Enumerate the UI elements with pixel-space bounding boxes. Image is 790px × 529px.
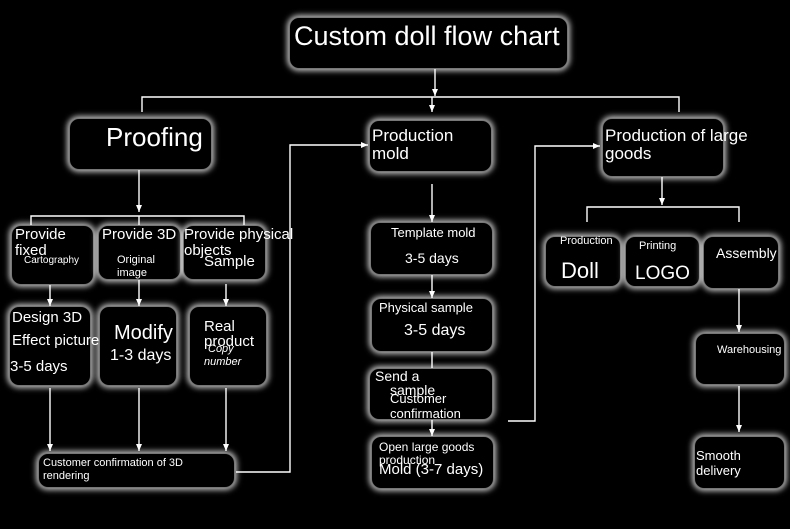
- open-large-line3: Mold (3-7 days): [379, 461, 484, 478]
- smooth-delivery-node: Smooth delivery: [694, 436, 785, 489]
- real-product-sub1: Copy: [208, 343, 234, 355]
- printing-logo-sub: Printing: [639, 240, 677, 252]
- provide-3d-sub1: Original: [117, 254, 155, 266]
- design-3d-line3: 3-5 days: [10, 358, 68, 375]
- modify-line2: 1-3 days: [110, 347, 172, 364]
- production-mold-line1: Production: [372, 126, 454, 145]
- real-product-line1: Real: [204, 318, 235, 335]
- production-doll-main: Doll: [561, 258, 599, 283]
- smooth-delivery-line2: delivery: [696, 463, 741, 478]
- diagram-title: Custom doll flow chart: [294, 21, 560, 51]
- large-goods-node: Production of large goods: [602, 118, 748, 177]
- provide-physical-line1: Provide physical: [184, 226, 294, 243]
- send-sample-node: Send a sample Customer confirmation: [369, 368, 493, 420]
- physical-sample-days: 3-5 days: [404, 322, 466, 339]
- production-mold-line2: mold: [372, 144, 409, 163]
- modify-node: Modify 1-3 days: [99, 306, 177, 386]
- provide-fixed-line1: Provide: [15, 226, 66, 243]
- modify-line1: Modify: [114, 322, 173, 344]
- design-3d-line1: Design 3D: [12, 309, 83, 326]
- title-node: Custom doll flow chart: [289, 17, 568, 69]
- assembly-label: Assembly: [716, 245, 777, 261]
- send-sample-sub2: confirmation: [390, 406, 461, 421]
- smooth-delivery-line1: Smooth: [696, 448, 741, 463]
- design-3d-line2: Effect picture: [12, 332, 100, 349]
- assembly-node: Assembly: [703, 236, 779, 289]
- send-sample-line2: sample: [390, 382, 436, 398]
- provide-physical-line2: objects: [184, 242, 232, 259]
- send-sample-line1: Send a: [375, 368, 420, 384]
- proofing-node: Proofing: [69, 118, 212, 170]
- production-mold-node: Production mold: [369, 120, 492, 172]
- customer-confirmation-line1: Customer confirmation of 3D: [43, 457, 183, 469]
- warehousing-node: Warehousing: [695, 333, 785, 385]
- customer-confirmation-line2: rendering: [43, 470, 90, 482]
- provide-3d-line1: Provide 3D: [102, 226, 177, 243]
- real-product-node: Real product Copy number: [189, 306, 267, 386]
- large-goods-line1: Production of large: [605, 126, 748, 145]
- provide-physical-sub: Sample: [204, 253, 255, 270]
- provide-fixed-line2: fixed: [15, 242, 47, 259]
- physical-sample-node: Physical sample 3-5 days: [371, 298, 493, 352]
- provide-3d-node: Provide 3D Original image: [98, 225, 181, 280]
- printing-logo-node: Printing LOGO: [625, 236, 700, 287]
- open-large-line1: Open large goods: [379, 440, 475, 454]
- provide-fixed-sub: Cartography: [24, 255, 80, 266]
- open-large-line2: production: [379, 453, 436, 467]
- provide-3d-sub2: image: [117, 267, 147, 279]
- template-mold-node: Template mold 3-5 days: [370, 222, 493, 275]
- proofing-label: Proofing: [106, 122, 203, 152]
- provide-fixed-node: Provide fixed Cartography: [11, 225, 94, 285]
- production-doll-node: Production Doll: [545, 236, 621, 287]
- customer-confirmation-node: Customer confirmation of 3D rendering: [38, 453, 235, 488]
- production-doll-sub: Production: [560, 235, 613, 247]
- printing-logo-main: LOGO: [635, 263, 690, 284]
- warehousing-label: Warehousing: [717, 344, 782, 356]
- design-3d-node: Design 3D Effect picture 3-5 days: [9, 306, 99, 386]
- template-mold-days: 3-5 days: [405, 250, 459, 266]
- send-sample-sub1: Customer: [390, 391, 447, 406]
- real-product-line2: product: [204, 333, 255, 350]
- real-product-sub2: number: [204, 356, 242, 368]
- open-large-production-node: Open large goods production Mold (3-7 da…: [371, 436, 494, 489]
- large-goods-line2: goods: [605, 144, 652, 163]
- physical-sample-label: Physical sample: [379, 300, 473, 315]
- template-mold-label: Template mold: [391, 225, 476, 240]
- provide-physical-node: Provide physical objects Sample: [183, 225, 293, 280]
